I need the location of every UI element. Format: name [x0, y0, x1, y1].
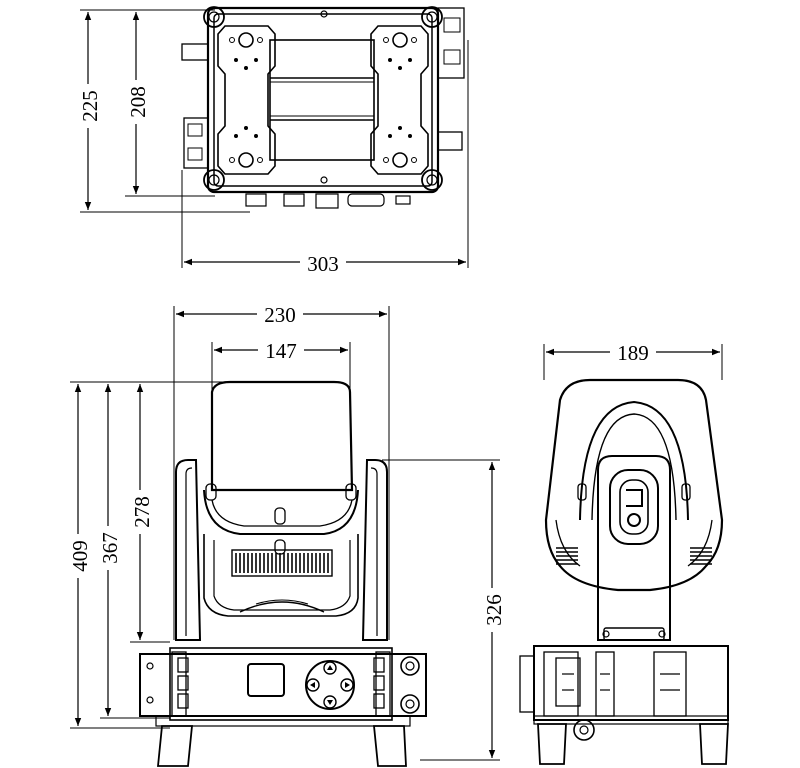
- side-clamps: [181, 7, 465, 169]
- bracket-holes: [229, 32, 417, 168]
- dim-side-height: 326: [382, 459, 506, 761]
- dim-label-230: 230: [264, 303, 296, 327]
- dim-label-303: 303: [307, 252, 339, 276]
- dim-label-225: 225: [78, 90, 102, 122]
- head-bumps: [205, 483, 357, 555]
- dim-front-width-outer: 230: [173, 303, 390, 640]
- brand-logo-icon: [609, 469, 659, 545]
- dim-front-width-head: 147: [211, 339, 351, 400]
- base-handles: [146, 651, 391, 717]
- control-pad-icon: [305, 660, 355, 710]
- corner-wheel-icon: [203, 6, 443, 191]
- dim-label-208: 208: [126, 86, 150, 118]
- dim-label-278: 278: [130, 496, 154, 528]
- dim-front-height-mid: 367: [98, 384, 170, 719]
- side-view: 189 326: [382, 341, 729, 765]
- dim-side-width: 189: [543, 341, 723, 380]
- side-vents: [556, 483, 712, 565]
- dim-front-height-head: 278: [130, 384, 170, 643]
- dim-label-409: 409: [68, 540, 92, 572]
- dim-label-189: 189: [617, 341, 649, 365]
- power-connector-icon: [400, 656, 420, 714]
- dim-label-326: 326: [482, 594, 506, 626]
- bottom-connectors: [245, 193, 411, 209]
- dim-label-367: 367: [98, 532, 122, 564]
- front-view: 230 147 409 367 278: [68, 303, 427, 767]
- dim-top-width: 303: [181, 40, 469, 276]
- dim-top-height-inner: 208: [125, 12, 215, 197]
- dim-top-height-outer: 225: [78, 9, 250, 213]
- foot-left: [157, 725, 193, 767]
- foot-right: [373, 725, 407, 767]
- dim-label-147: 147: [265, 339, 297, 363]
- display-screen: [247, 663, 285, 697]
- vent-grille: [231, 549, 333, 577]
- side-base-details: [519, 651, 687, 741]
- top-view: 225 208 303: [78, 6, 469, 276]
